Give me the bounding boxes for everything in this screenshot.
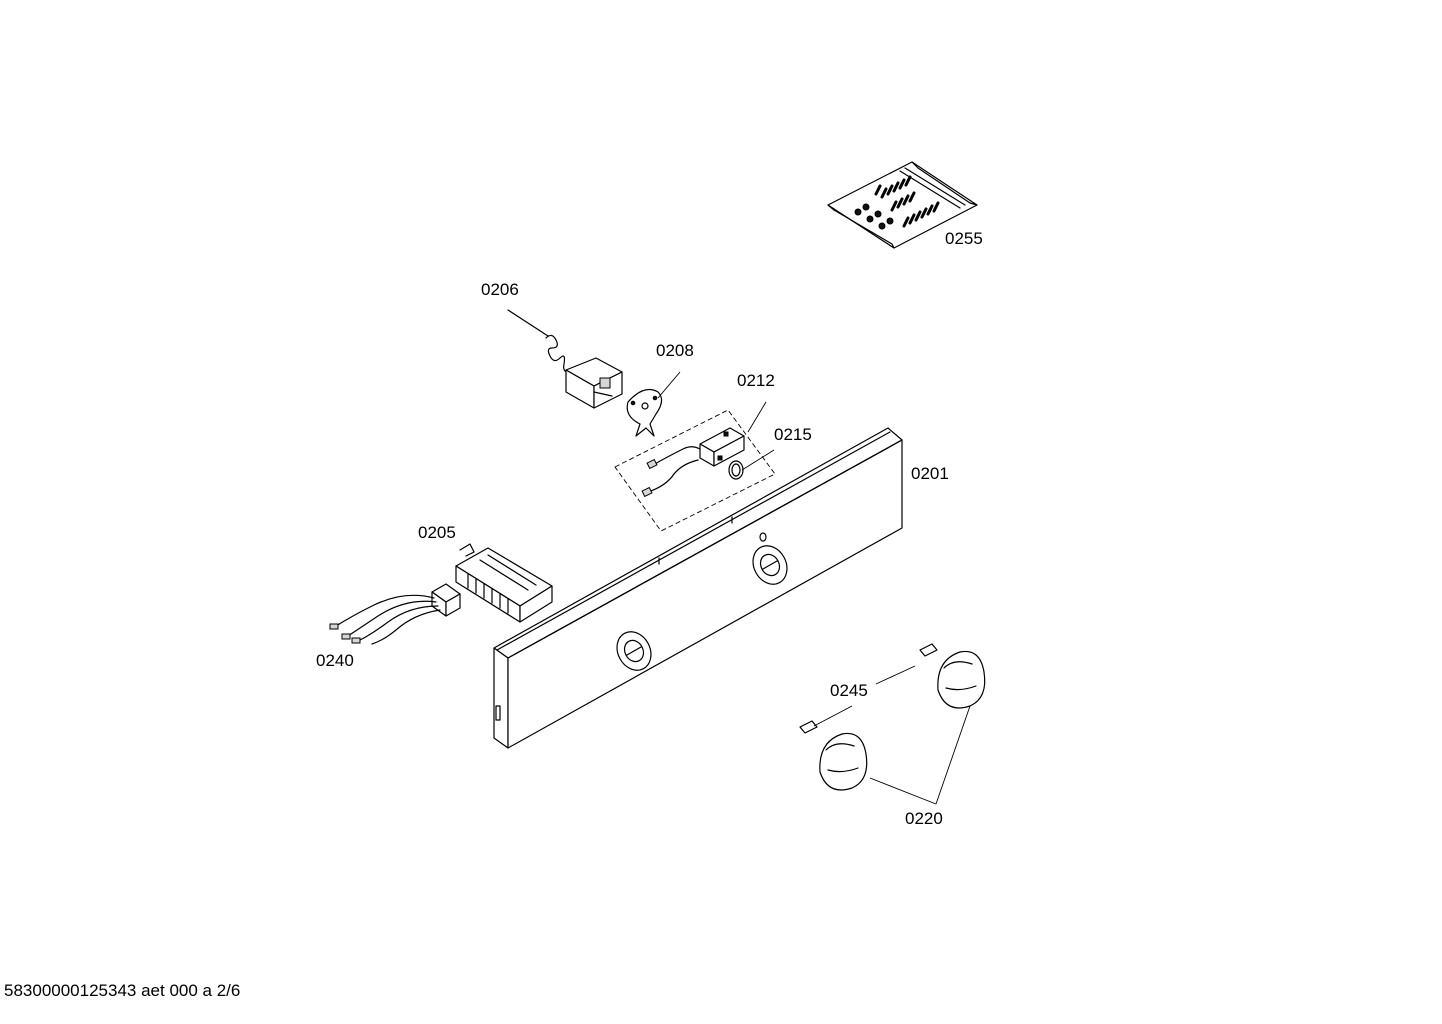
cable-harness-part-0240 bbox=[329, 583, 461, 645]
dial-plate-part-0208 bbox=[626, 389, 663, 437]
label-0205: 0205 bbox=[418, 523, 456, 542]
label-0208: 0208 bbox=[656, 341, 694, 360]
control-panel-part-0201 bbox=[493, 427, 903, 749]
knob-insert-part-0245 bbox=[799, 643, 938, 734]
label-0220: 0220 bbox=[905, 809, 943, 828]
label-0245: 0245 bbox=[830, 681, 868, 700]
label-0240: 0240 bbox=[316, 651, 354, 670]
label-0255: 0255 bbox=[945, 229, 983, 248]
label-0212: 0212 bbox=[737, 371, 775, 390]
control-knob-part-0220 bbox=[819, 650, 986, 791]
switch-assembly-part-0212 bbox=[614, 409, 776, 532]
leader-lines bbox=[657, 371, 971, 805]
hardware-bag-part-0255 bbox=[827, 161, 978, 249]
label-0215: 0215 bbox=[774, 425, 812, 444]
label-0206: 0206 bbox=[481, 280, 519, 299]
label-0201: 0201 bbox=[911, 464, 949, 483]
neon-lamp-part-0215 bbox=[728, 460, 744, 480]
document-footer-code: 58300000125343 aet 000 a 2/6 bbox=[4, 981, 241, 1000]
thermostat-part-0206 bbox=[507, 309, 623, 409]
terminal-block-part-0205 bbox=[455, 543, 553, 623]
